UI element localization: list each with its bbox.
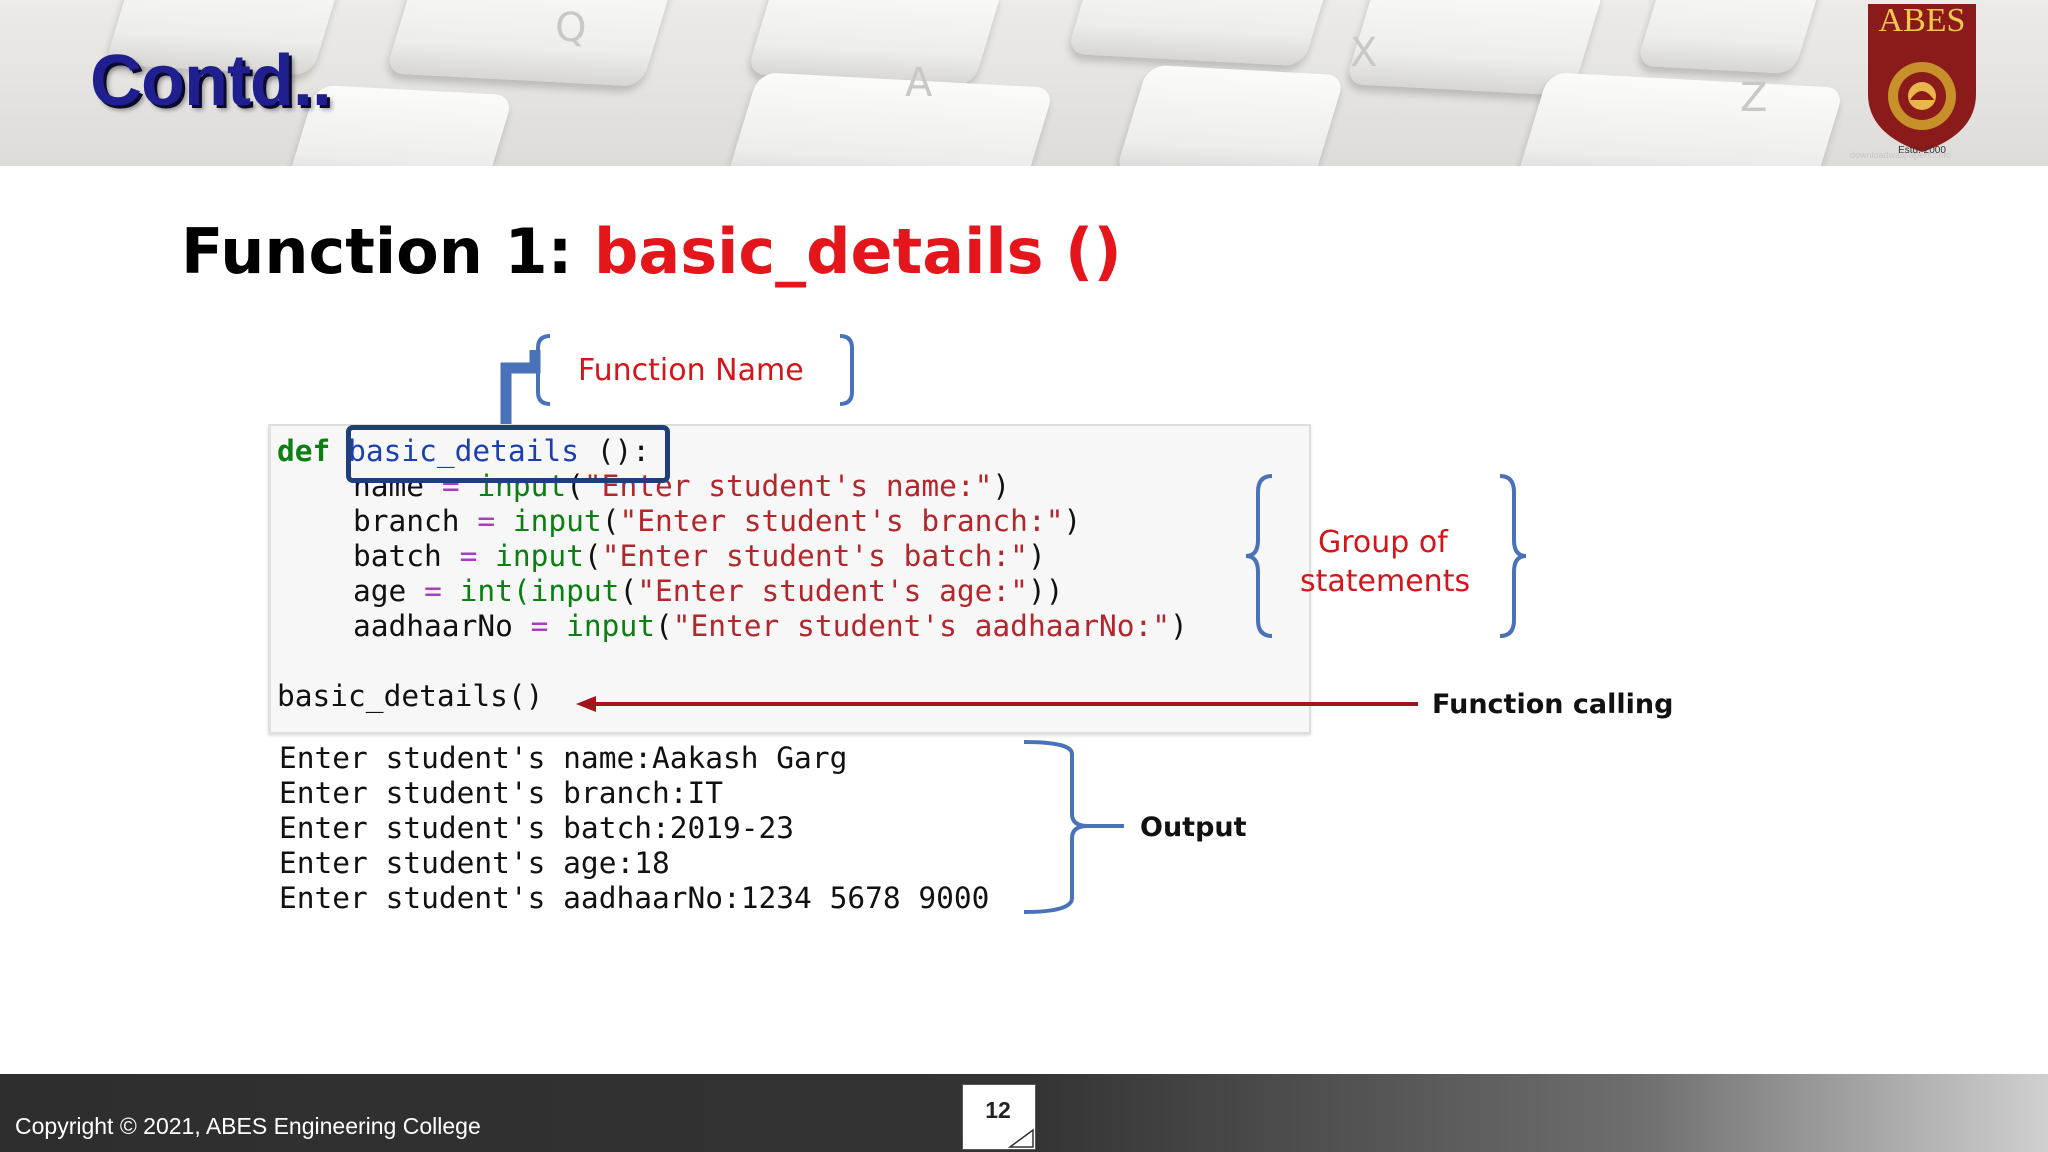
logo-text: ABES <box>1878 2 1966 39</box>
keyboard-glyph: Q <box>555 5 587 51</box>
code-line: branch = input("Enter student's branch:"… <box>353 504 1081 538</box>
output-line: Enter student's name:Aakash Garg <box>279 741 848 775</box>
code-line: batch = input("Enter student's batch:") <box>353 539 1046 573</box>
group-label-line2: statements <box>1300 564 1471 599</box>
code-paren: ( <box>566 469 584 503</box>
page-number: 12 <box>985 1097 1011 1123</box>
header-banner: Q A X Z <box>0 0 2048 166</box>
code-line-def: def basic_details (): <box>277 434 650 468</box>
code-builtin: input <box>566 609 655 643</box>
code-var: age <box>353 574 407 608</box>
code-builtin: input <box>495 539 584 573</box>
output-line: Enter student's age:18 <box>279 846 670 880</box>
function-name-callout <box>500 350 541 424</box>
code-var: aadhaarNo <box>353 609 513 643</box>
page-title: Contd.. <box>90 41 332 121</box>
code-var: branch <box>353 504 460 538</box>
watermark: downloadwallpapers.com <box>1850 150 1952 160</box>
code-operator: = <box>441 469 460 503</box>
code-line-call: basic_details() <box>277 679 544 713</box>
code-builtin: int(input <box>459 574 620 608</box>
function-name-label: Function Name <box>578 353 804 388</box>
code-string: "Enter student's batch:" <box>601 539 1028 573</box>
code-paren: ) <box>1063 504 1082 538</box>
code-line: aadhaarNo = input("Enter student's aadha… <box>353 609 1188 643</box>
code-paren: ) <box>1027 539 1046 573</box>
code-paren: ) <box>992 469 1011 503</box>
group-label-line1: Group of <box>1318 525 1448 560</box>
output-line: Enter student's batch:2019-23 <box>279 811 795 845</box>
code-paren: ) <box>1170 609 1188 643</box>
code-var: batch <box>353 539 442 573</box>
code-line: name = input("Enter student's name:") <box>353 469 1010 503</box>
output-line: Enter student's aadhaarNo:1234 5678 9000 <box>279 881 990 915</box>
keyboard-glyph: A <box>905 60 933 106</box>
output-label: Output <box>1140 812 1247 843</box>
group-right-brace <box>1499 474 1527 638</box>
title-prefix: Function 1: <box>181 215 595 288</box>
code-string: "Enter student's aadhaarNo:" <box>672 609 1171 643</box>
code-paren: ( <box>601 504 620 538</box>
code-string: "Enter student's name:" <box>583 469 993 503</box>
code-string: "Enter student's branch:" <box>619 504 1064 538</box>
code-paren: ( <box>654 609 673 643</box>
code-paren: ( <box>583 539 602 573</box>
code-paren: )) <box>1027 574 1064 608</box>
keyboard-glyph: Z <box>1740 75 1768 121</box>
group-left-brace <box>1245 474 1273 638</box>
output-line: Enter student's branch:IT <box>279 776 724 810</box>
code-operator: = <box>530 609 549 643</box>
code-operator: = <box>424 574 442 608</box>
code-var: name <box>353 469 425 503</box>
code-function-name: basic_details <box>348 434 579 468</box>
code-builtin: input <box>512 504 602 538</box>
function-calling-arrowhead <box>576 696 596 712</box>
function-name-left-brace <box>536 334 551 406</box>
code-operator: = <box>459 539 478 573</box>
code-def-rest: (): <box>578 434 650 468</box>
output-brace <box>1023 740 1089 914</box>
code-paren: ( <box>619 574 638 608</box>
logo-est: Estd. 2000 <box>1898 145 1946 156</box>
function-name-highlight-box <box>346 425 670 483</box>
code-line: age = int(input("Enter student's age:")) <box>353 574 1063 608</box>
code-keyword: def <box>277 434 331 468</box>
copyright-text: Copyright © 2021, ABES Engineering Colle… <box>15 1113 481 1139</box>
function-calling-label: Function calling <box>1432 689 1674 720</box>
abes-shield-logo <box>1868 4 1976 152</box>
code-cell <box>268 424 1311 734</box>
function-name-right-brace <box>839 334 854 406</box>
code-builtin: input <box>477 469 567 503</box>
code-operator: = <box>477 504 496 538</box>
title-function: basic_details () <box>594 215 1122 288</box>
code-string: "Enter student's age:" <box>637 574 1028 608</box>
slide-title: Function 1: basic_details () <box>181 215 1122 288</box>
keyboard-glyph: X <box>1350 30 1378 76</box>
